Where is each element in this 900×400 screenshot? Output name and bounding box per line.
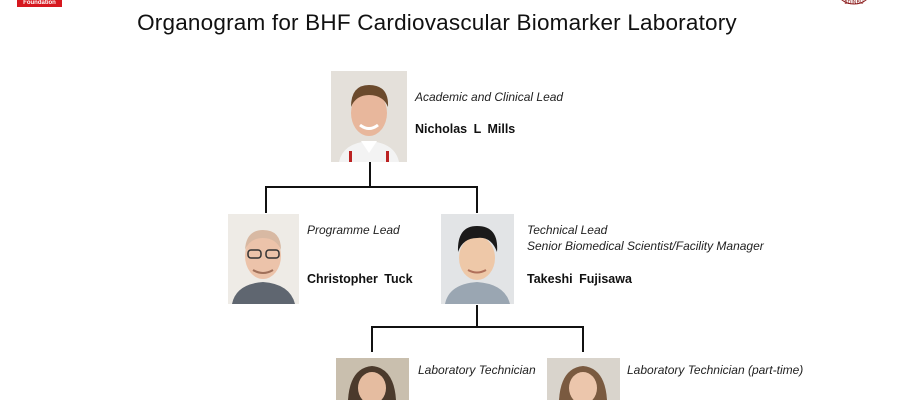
- technical-photo: [441, 214, 514, 304]
- lead-name: Nicholas L Mills: [415, 122, 516, 136]
- svg-text:EDINBU: EDINBU: [844, 0, 864, 6]
- programme-role: Programme Lead: [307, 223, 400, 237]
- connector-row3-horizontal: [371, 326, 584, 328]
- technical-name: Takeshi Fujisawa: [527, 272, 632, 286]
- technician-2-photo: [547, 358, 620, 400]
- technical-role: Technical Lead: [527, 223, 608, 237]
- connector-row2-horizontal: [265, 186, 478, 188]
- connector-row2-right-drop: [476, 186, 478, 213]
- connector-row3-right-drop: [582, 326, 584, 352]
- university-seal: EDINBU: [832, 0, 876, 6]
- programme-name: Christopher Tuck: [307, 272, 413, 286]
- connector-lead-down: [369, 162, 371, 187]
- bhf-logo: Foundation: [17, 0, 62, 7]
- technician-1-role: Laboratory Technician: [418, 363, 536, 377]
- page-title: Organogram for BHF Cardiovascular Biomar…: [137, 10, 737, 35]
- lead-photo: [331, 71, 407, 162]
- lead-role: Academic and Clinical Lead: [415, 90, 564, 104]
- connector-row3-left-drop: [371, 326, 373, 352]
- connector-row2-left-drop: [265, 186, 267, 213]
- technical-role-secondary: Senior Biomedical Scientist/Facility Man…: [527, 239, 764, 253]
- technician-1-photo: [336, 358, 409, 400]
- connector-tech-down: [476, 305, 478, 327]
- logo-text: Foundation: [23, 0, 56, 6]
- technician-2-role: Laboratory Technician (part-time): [627, 363, 804, 377]
- programme-photo: [228, 214, 299, 304]
